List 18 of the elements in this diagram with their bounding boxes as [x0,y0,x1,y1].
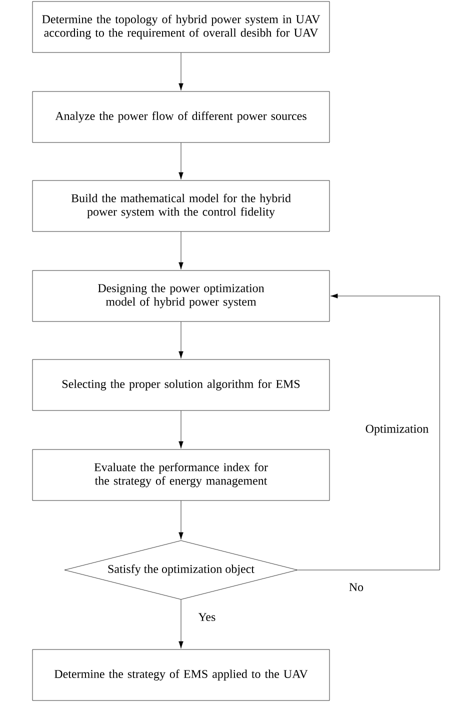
process-box: Determine the strategy of EMS applied to the UAV [32,649,330,701]
arrow [298,294,440,570]
arrow [178,410,184,449]
process-box: Analyze the power flow of different power sources [32,91,330,143]
loop-label: Optimization [364,424,430,436]
process-box: Build the mathematical model for the hybrid power system with the control fidelity [32,180,330,232]
process-box: Designing the power optimization model of hybrid power system [32,270,330,322]
arrow [178,600,184,649]
process-box: Determine the topology of hybrid power system in UAV according to the requirement of overall desibh for UAV [32,1,330,53]
arrow [178,322,184,359]
arrow [178,500,184,540]
edge-label: No [348,582,365,592]
arrow [178,52,184,90]
arrow [178,142,184,180]
process-box: Selecting the proper solution algorithm for EMS [32,359,330,411]
arrow [178,232,184,270]
process-box: Evaluate the performance index for the strategy of energy management [32,449,330,501]
edge-label: Yes [197,612,217,622]
